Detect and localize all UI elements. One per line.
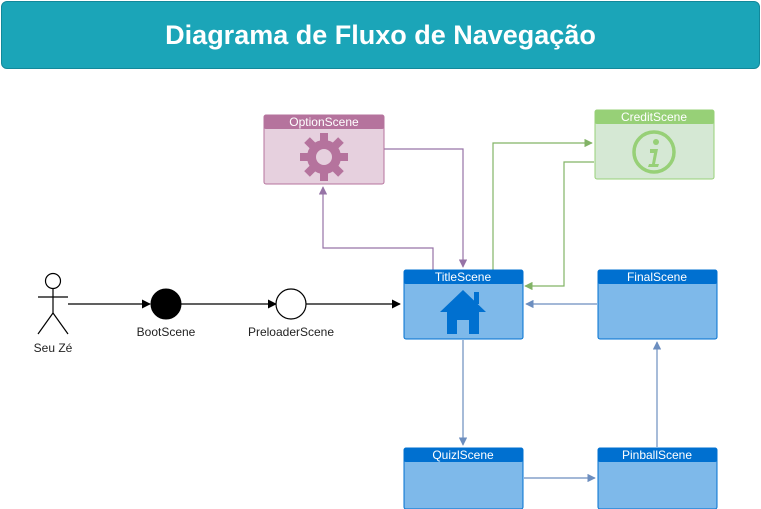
preloader-circle-icon	[275, 288, 307, 320]
pinball-scene-title: PinballScene	[622, 448, 692, 462]
node-option-scene[interactable]: OptionScene	[263, 114, 385, 185]
node-credit-scene[interactable]: CreditScene	[594, 109, 715, 180]
home-icon	[440, 290, 486, 334]
diagram-title: Diagrama de Fluxo de Navegação	[165, 19, 596, 50]
gear-icon	[300, 133, 348, 181]
node-title-scene[interactable]: TitleScene	[403, 269, 524, 340]
node-quiz-scene[interactable]: QuizlScene	[403, 447, 524, 509]
title-scene-title: TitleScene	[435, 270, 492, 284]
actor-label: Seu Zé	[34, 341, 73, 355]
node-boot[interactable]: BootScene	[137, 288, 196, 339]
credit-scene-title: CreditScene	[621, 110, 687, 124]
quiz-scene-title: QuizlScene	[432, 448, 494, 462]
info-icon	[632, 130, 676, 174]
stick-figure-icon	[37, 272, 69, 335]
edge-title-to-option	[318, 186, 434, 270]
node-pinball-scene[interactable]: PinballScene	[597, 447, 718, 509]
final-scene-title: FinalScene	[627, 270, 687, 284]
option-scene-title: OptionScene	[289, 115, 359, 129]
diagram-title-bar: Diagrama de Fluxo de Navegação	[1, 1, 760, 69]
actor-seu-ze[interactable]: Seu Zé	[34, 272, 73, 356]
edges	[68, 138, 662, 483]
edge-title-to-credit	[492, 138, 593, 270]
edge-option-to-title	[384, 148, 468, 268]
node-final-scene[interactable]: FinalScene	[597, 269, 718, 340]
node-preloader[interactable]: PreloaderScene	[248, 288, 334, 339]
preloader-label: PreloaderScene	[248, 325, 334, 339]
edge-credit-to-title	[524, 161, 594, 291]
boot-filled-circle-icon	[150, 288, 182, 320]
boot-label: BootScene	[137, 325, 196, 339]
